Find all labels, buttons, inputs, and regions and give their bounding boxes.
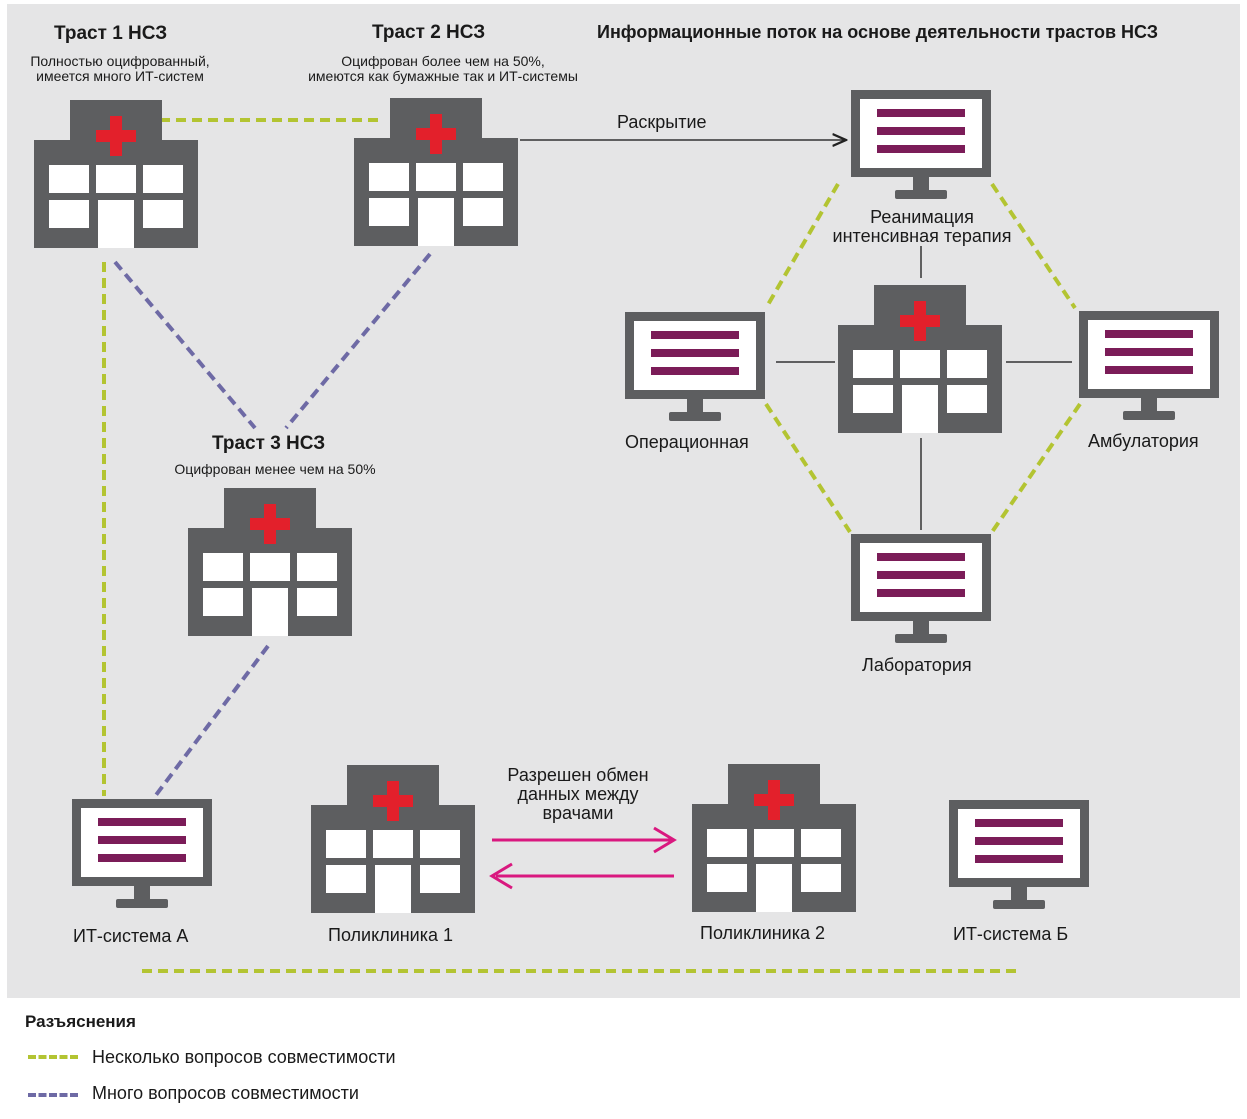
trust3-desc: Оцифрован менее чем на 50%: [174, 461, 376, 477]
monitor-icon: [72, 799, 212, 911]
hospital-icon: [34, 100, 198, 248]
purple-link-trust1-trust3: [113, 260, 257, 430]
legend-purple-swatch: [28, 1093, 78, 1097]
trust1-desc-line1: Полностью оцифрованный,: [30, 53, 210, 69]
trust2-desc-line1: Оцифрован более чем на 50%,: [341, 53, 545, 69]
trust1-desc-line2: имеется много ИТ-систем: [36, 68, 204, 84]
green-link-operating-lab: [764, 402, 852, 534]
exchange-arrowhead-left: [489, 862, 513, 890]
icu-label-line1: Реанимация: [870, 207, 974, 227]
hospital-icon: [692, 764, 856, 912]
icu-label-line2: интенсивная терапия: [832, 226, 1012, 246]
monitor-icon: [949, 800, 1089, 912]
green-link-ambulatory-lab: [990, 402, 1082, 534]
trust2-desc-line2: имеются как бумажные так и ИТ-системы: [308, 68, 578, 84]
exchange-label-line2: данных между: [517, 784, 639, 804]
disclosure-label: Раскрытие: [617, 112, 707, 132]
hospital-icon: [311, 765, 475, 913]
exchange-arrowhead-right: [653, 826, 677, 854]
exchange-label-line1: Разрешен обмен: [507, 765, 649, 785]
it-system-b-label: ИТ-система Б: [953, 924, 1069, 944]
exchange-label-line3: врачами: [542, 803, 614, 823]
hospital-icon: [838, 285, 1002, 433]
laboratory-label: Лаборатория: [862, 655, 972, 675]
green-link-icu-operating: [764, 182, 840, 310]
monitor-icon: [851, 534, 991, 646]
trust2-name: Траст 2 НСЗ: [372, 22, 486, 43]
clinic2-label: Поликлиника 2: [700, 923, 826, 943]
purple-link-trust3-it-a: [154, 644, 270, 797]
hospital-icon: [354, 98, 518, 246]
clinic1-label: Поликлиника 1: [328, 925, 454, 945]
monitor-icon: [1079, 311, 1219, 423]
legend-title: Разъяснения: [25, 1012, 136, 1031]
legend-green-label: Несколько вопросов совместимости: [92, 1047, 396, 1067]
hospital-icon: [188, 488, 352, 636]
monitor-icon: [625, 312, 765, 424]
monitor-icon: [851, 90, 991, 202]
legend-green-swatch: [28, 1055, 78, 1059]
ambulatory-label: Амбулатория: [1088, 431, 1199, 451]
operating-label: Операционная: [625, 432, 749, 452]
green-link-icu-ambulatory: [990, 182, 1077, 310]
purple-link-trust2-trust3: [284, 252, 432, 430]
trust1-name: Траст 1 НСЗ: [54, 23, 168, 44]
it-system-a-label: ИТ-система А: [73, 926, 189, 946]
diagram-title: Информационные поток на основе деятельно…: [597, 22, 1159, 42]
legend-purple-label: Много вопросов совместимости: [92, 1083, 359, 1103]
trust3-name: Траст 3 НСЗ: [212, 433, 326, 454]
